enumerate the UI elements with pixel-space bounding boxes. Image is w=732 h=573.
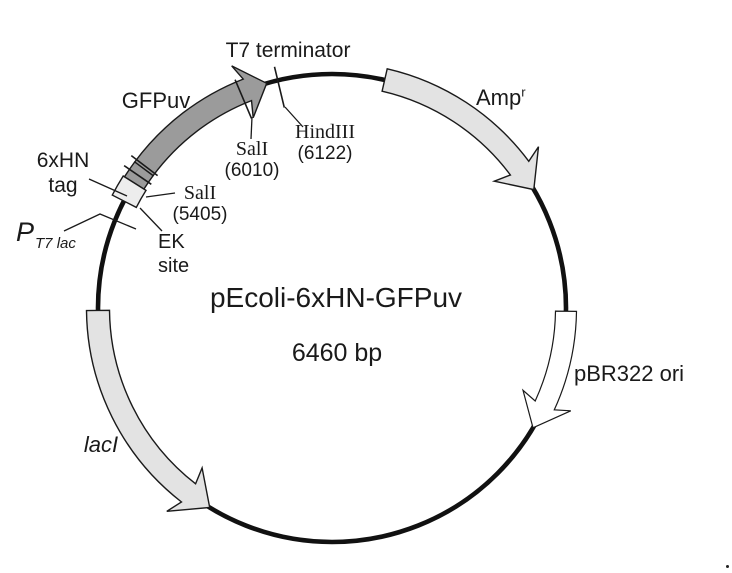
amp-arrow	[381, 67, 540, 191]
amp-label-base: Amp	[476, 85, 522, 110]
sali-6010-pointer	[250, 116, 253, 140]
sali-5405-pointer	[145, 192, 176, 198]
laci-arrow	[85, 309, 211, 512]
gfpuv-label: GFPuv	[121, 88, 191, 113]
pbr322-ori-label: pBR322 ori	[574, 361, 685, 386]
sali-6010-name: SalI	[235, 138, 269, 160]
hindiii-pointer	[284, 106, 304, 128]
hn-tag-label-line2: tag	[48, 174, 78, 198]
sali-6010-tick	[234, 79, 253, 119]
plasmid-size: 6460 bp	[291, 339, 383, 367]
promoter-pointer	[63, 213, 137, 232]
laci-label: lacI	[83, 432, 119, 457]
promoter-subscript: T7 lac	[35, 235, 76, 252]
hindiii-6122-label: HindIII(6122)	[295, 121, 355, 164]
hindiii-name: HindIII	[295, 121, 355, 143]
ek-site-label-line1: EK	[158, 231, 185, 253]
sali-6010-label: SalI(6010)	[224, 138, 280, 181]
sali-5405-label: SalI(5405)	[172, 182, 228, 225]
ek-site-pointer	[139, 207, 163, 232]
hindiii-tick	[273, 66, 286, 108]
promoter-p: P	[16, 217, 35, 247]
plasmid-title: pEcoli-6xHN-GFPuv	[209, 282, 463, 313]
hindiii-position: (6122)	[297, 142, 353, 164]
sali-5405-position: (5405)	[172, 203, 228, 225]
hn-tick-2	[130, 154, 159, 177]
sali-5405-name: SalI	[183, 182, 217, 204]
amp-resistance-label: Ampr	[476, 85, 526, 110]
plasmid-backbone-circle	[95, 71, 569, 545]
hn-tag-box	[111, 175, 147, 209]
hn-tag-pointer	[88, 178, 128, 197]
pbr322-ori-arrow	[521, 310, 578, 429]
hn-tag-label-line1: 6xHN	[36, 149, 90, 172]
gfpuv-arrow	[133, 65, 268, 177]
scan-artifact-dot	[726, 565, 729, 568]
t7-terminator-label: T7 terminator	[225, 39, 351, 62]
ek-site-label-line2: site	[158, 255, 190, 277]
hn-tick-1	[123, 164, 152, 185]
amp-label-superscript: r	[521, 84, 526, 100]
sali-6010-position: (6010)	[224, 159, 280, 181]
t7lac-promoter-label: PT7 lac	[16, 217, 76, 252]
